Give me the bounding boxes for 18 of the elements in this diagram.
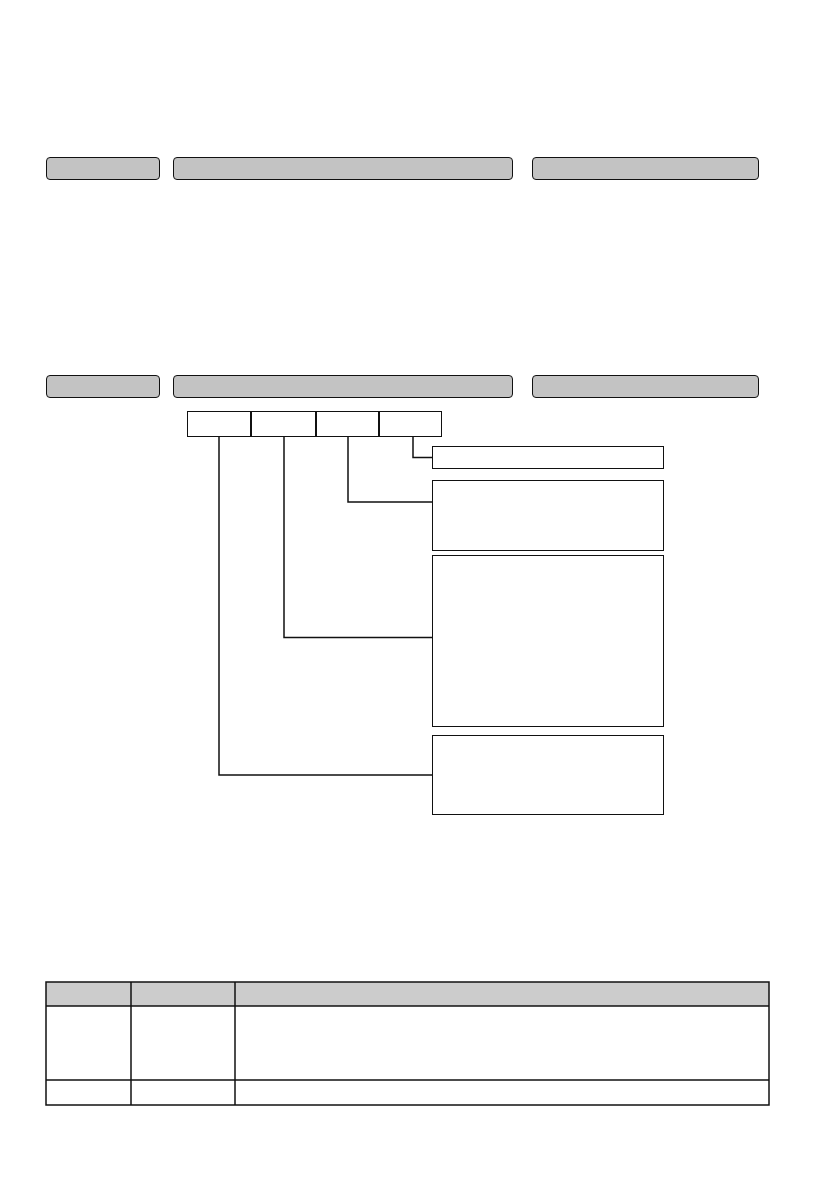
- header-bar: [46, 157, 160, 180]
- connector-line: [218, 436, 433, 776]
- code-segment: [379, 411, 442, 437]
- header-bar: [532, 157, 759, 180]
- connector-line: [412, 436, 433, 459]
- header-bar: [46, 375, 160, 398]
- header-bar: [173, 157, 513, 180]
- header-bar: [532, 375, 759, 398]
- description-box: [432, 735, 664, 815]
- description-box: [432, 446, 664, 469]
- description-box: [432, 555, 664, 727]
- connector-line: [283, 436, 433, 639]
- header-bar: [173, 375, 513, 398]
- description-box: [432, 480, 664, 551]
- code-segment: [251, 411, 316, 437]
- code-segment: [316, 411, 379, 437]
- code-segment: [187, 411, 251, 437]
- connector-line: [347, 436, 433, 503]
